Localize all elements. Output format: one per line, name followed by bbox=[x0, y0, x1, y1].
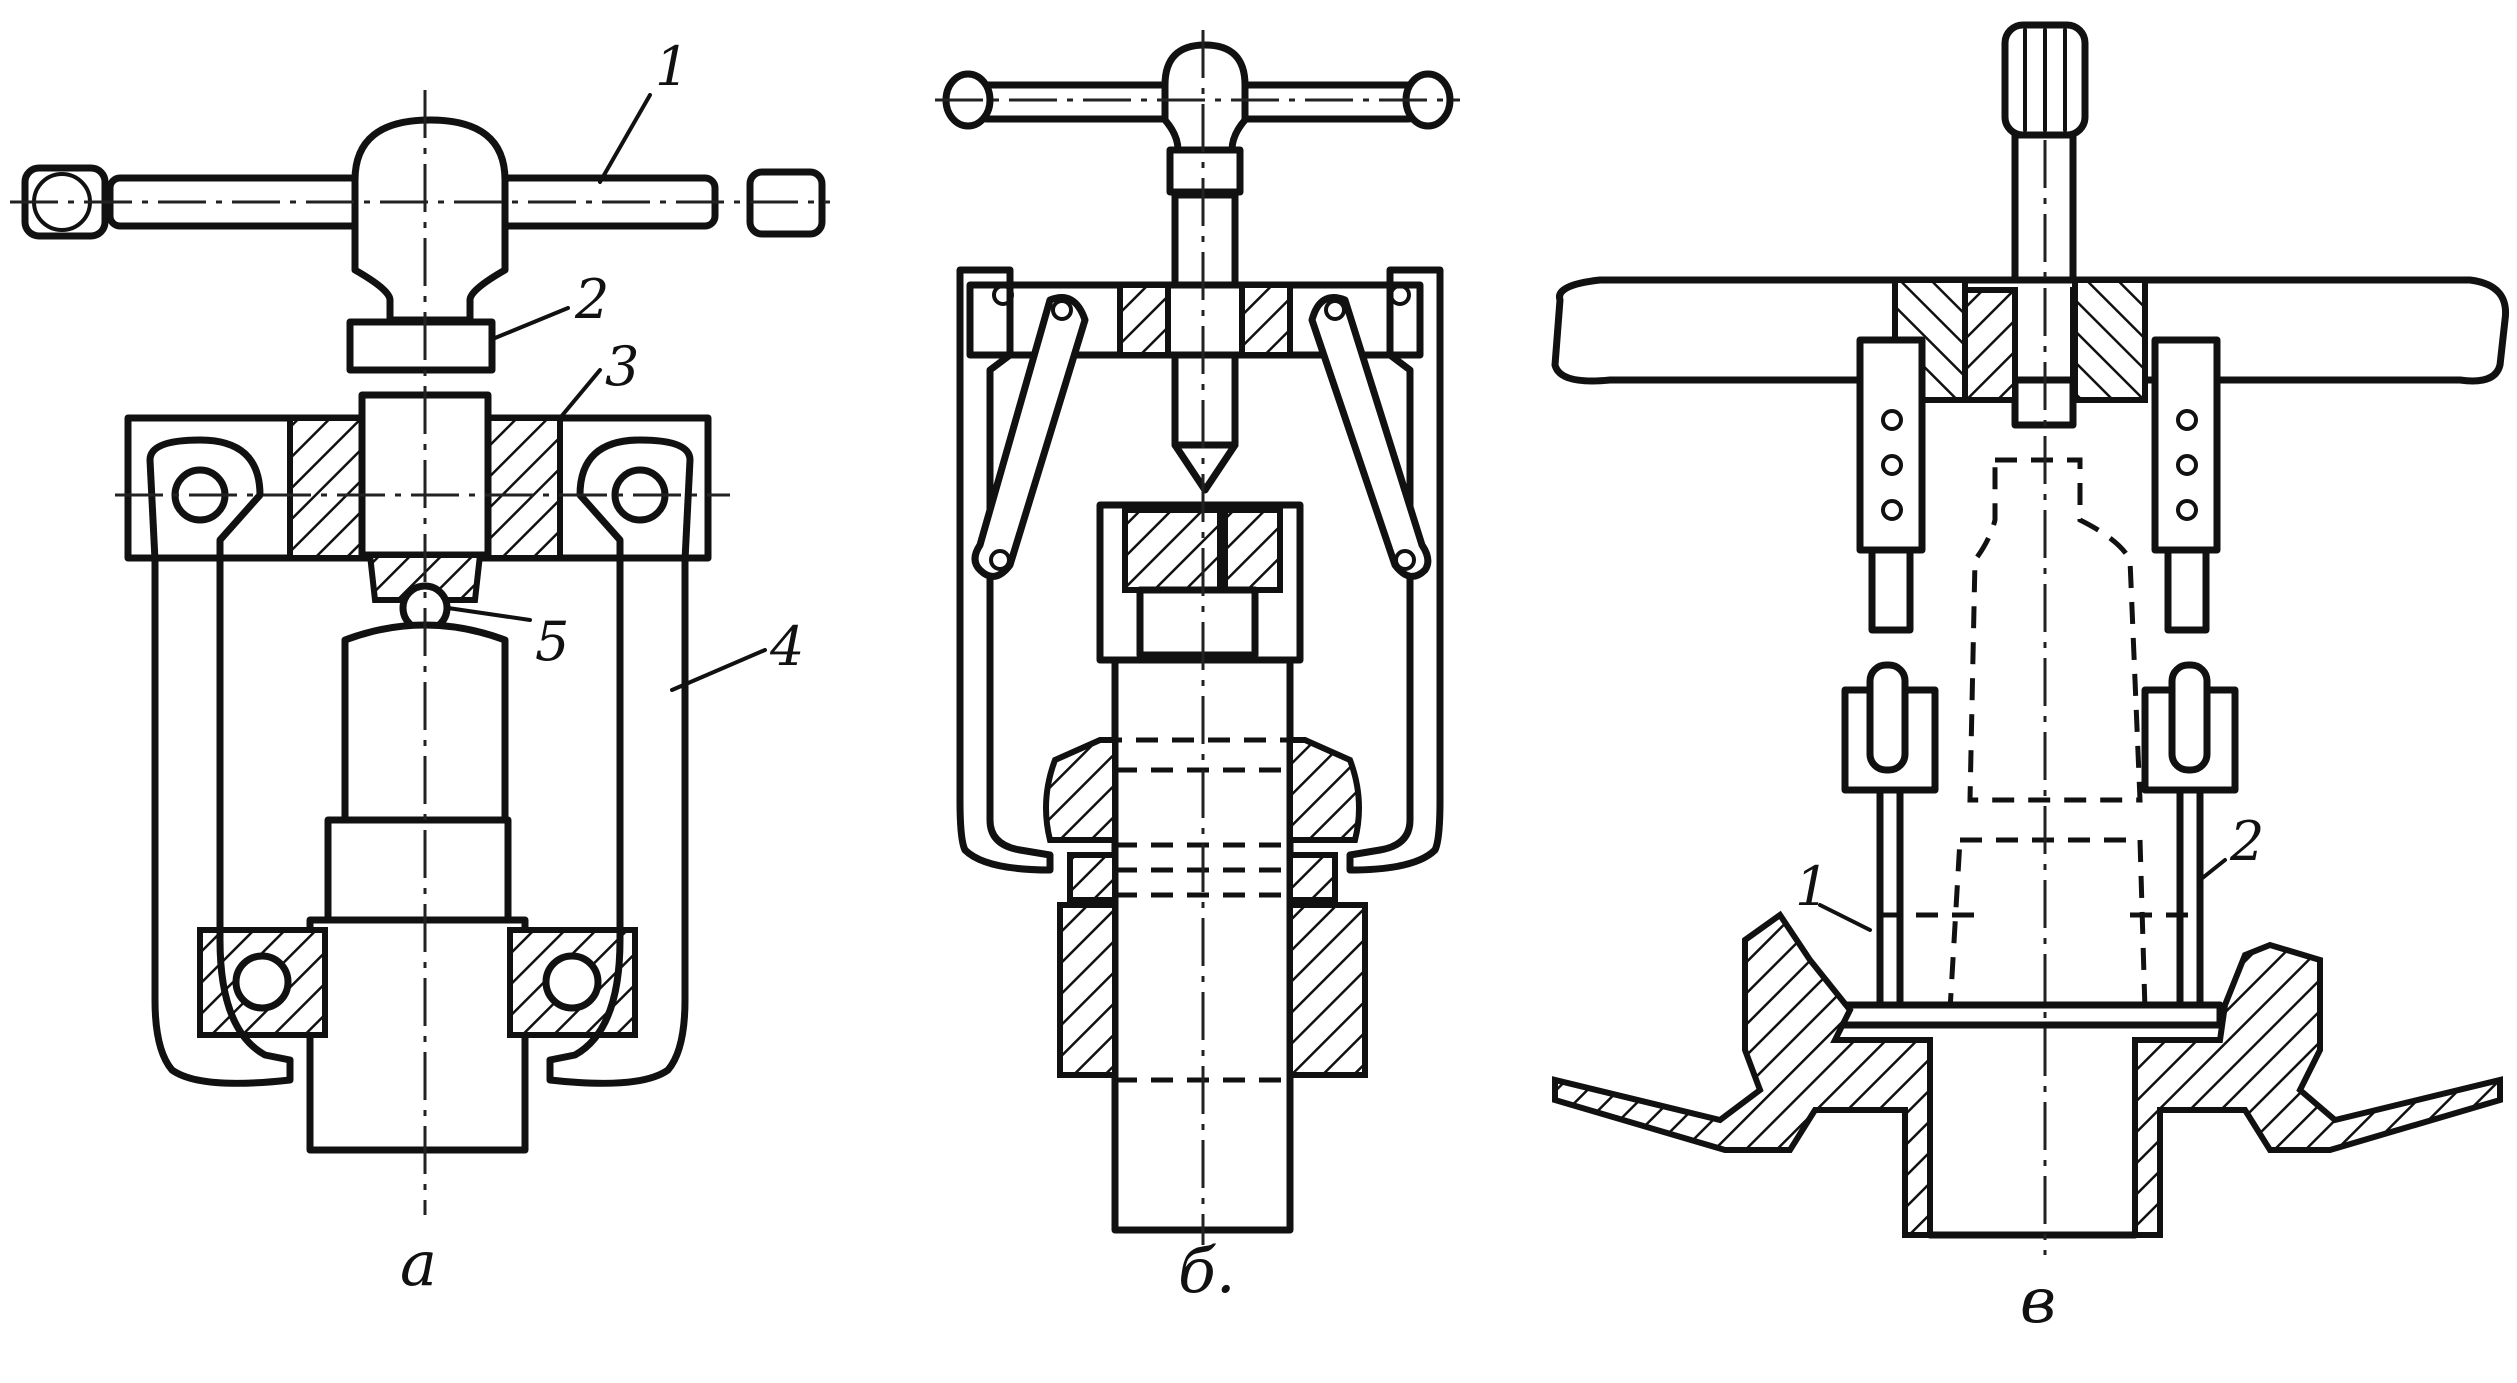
handle-knob-a bbox=[351, 116, 509, 324]
housing-left-v bbox=[1552, 910, 1933, 1238]
figure-a-two-jaw-puller: 1 2 3 5 4 а bbox=[10, 35, 830, 1300]
arm-right-a bbox=[546, 436, 694, 1087]
label-4-a: 4 bbox=[769, 615, 804, 678]
label-2-a: 2 bbox=[574, 268, 609, 331]
caption-b: б. bbox=[1178, 1234, 1236, 1307]
label-2-v: 2 bbox=[2229, 810, 2264, 873]
housing-right-b bbox=[1287, 902, 1368, 1078]
figure-b-three-jaw-puller: б. bbox=[935, 30, 1460, 1307]
shaft-collar-a bbox=[324, 816, 512, 924]
caption-a: а bbox=[400, 1227, 437, 1300]
label-5-a: 5 bbox=[535, 610, 569, 673]
label-1-v: 1 bbox=[1795, 855, 1829, 918]
crossbar-v bbox=[1551, 276, 2510, 385]
handle-knob-b bbox=[1161, 41, 1249, 154]
label-1-a: 1 bbox=[655, 35, 689, 98]
caption-v: в bbox=[2020, 1264, 2056, 1337]
side-frame-right-b bbox=[1346, 266, 1444, 874]
nut-2-a bbox=[346, 318, 496, 374]
bottom-plate-v bbox=[1831, 1001, 2224, 1029]
link-left-b bbox=[971, 294, 1089, 580]
housing-left-b bbox=[1057, 902, 1118, 1078]
housing-right-v bbox=[2132, 941, 2503, 1238]
shaft-lower-a bbox=[306, 916, 529, 1154]
figure-v-wheel-puller: 1 2 в bbox=[1551, 21, 2510, 1337]
crossbar-hatch-right bbox=[485, 415, 563, 561]
side-frame-left-b bbox=[956, 266, 1054, 874]
link-right-b bbox=[1308, 294, 1432, 580]
bearing-cone-b bbox=[1043, 737, 1118, 843]
arm-left-a bbox=[146, 436, 294, 1087]
crossbar-hatch-left bbox=[287, 415, 365, 561]
label-3-a: 3 bbox=[605, 335, 639, 398]
